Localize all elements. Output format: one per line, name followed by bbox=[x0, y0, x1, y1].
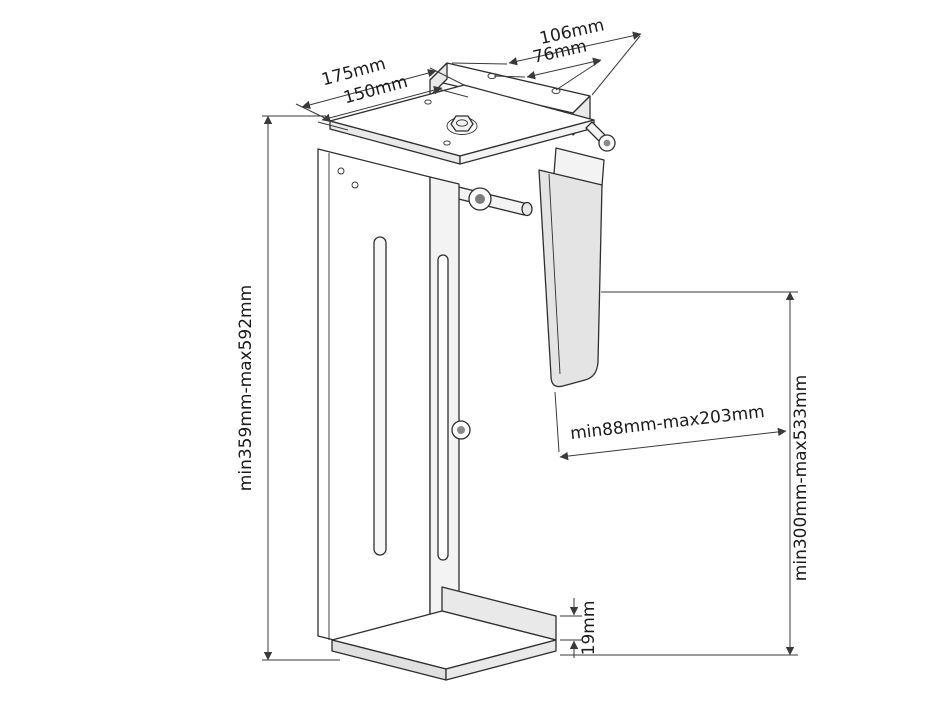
hanging-side-plate bbox=[538, 147, 605, 388]
rail-end-cap bbox=[521, 201, 533, 217]
rail-knob-inner bbox=[475, 194, 485, 204]
center-bolt-hex bbox=[450, 115, 474, 132]
column-adjust-slot bbox=[373, 236, 387, 556]
dimension-base-lip: 19mm bbox=[560, 598, 599, 658]
plate-hole bbox=[443, 140, 451, 146]
clamp-knob-inner bbox=[603, 139, 611, 147]
center-bolt-top bbox=[456, 119, 468, 127]
dim-label-total-height: min359mm-max592mm bbox=[236, 285, 256, 491]
dimension-side-height: min300mm-max533mm bbox=[560, 291, 811, 656]
column-screw-hole bbox=[351, 181, 359, 189]
column-screw-hole bbox=[337, 167, 345, 175]
right-clamp-knob bbox=[585, 121, 616, 152]
dimension-holder-width: min88mm-max203mm bbox=[554, 391, 787, 461]
dim-label-base-lip: 19mm bbox=[579, 601, 599, 656]
left-column bbox=[317, 148, 431, 665]
dim-label-side-height: min300mm-max533mm bbox=[791, 375, 811, 581]
lock-knob-inner bbox=[457, 426, 465, 434]
side-plate-fold-line bbox=[548, 173, 561, 375]
foot-front-right-edge bbox=[445, 639, 557, 681]
bottom-foot bbox=[331, 586, 557, 681]
dimension-total-height: min359mm-max592mm bbox=[236, 115, 340, 661]
slide-bar-slot bbox=[437, 254, 449, 561]
inner-slide-bar bbox=[429, 176, 471, 625]
bracket-screw-hole bbox=[551, 87, 561, 95]
side-plate-face bbox=[538, 169, 603, 388]
dim-label-holder-width: min88mm-max203mm bbox=[569, 402, 766, 444]
